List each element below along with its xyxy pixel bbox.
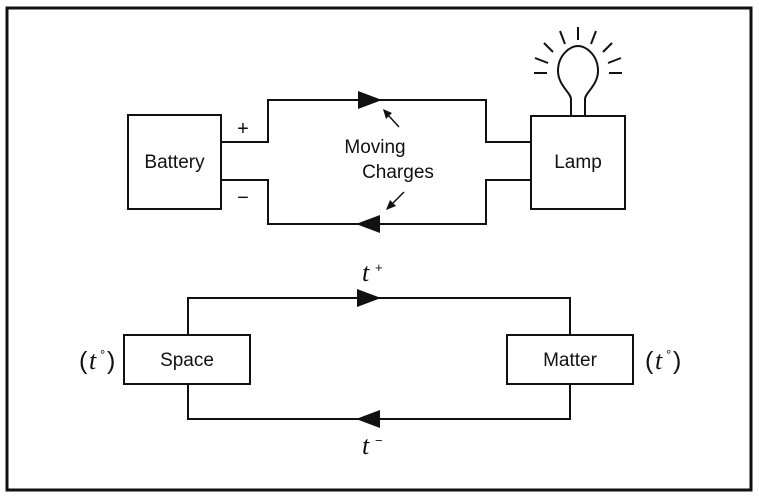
lamp-label: Lamp <box>554 152 602 173</box>
t-minus-sup: − <box>375 433 383 448</box>
top-wire <box>221 99 531 143</box>
t-minus-var: t <box>362 431 370 460</box>
left-t-neutral-label: ( t ° ) <box>79 346 115 375</box>
top-pointer-head <box>383 109 392 119</box>
right-close-paren: ) <box>673 347 681 375</box>
left-t-var: t <box>89 346 97 375</box>
battery-box <box>127 114 222 210</box>
left-t-sup: ° <box>100 347 105 362</box>
t-plus-label: t + <box>362 258 383 287</box>
minus-sign: − <box>237 187 249 209</box>
matter-label: Matter <box>543 350 598 371</box>
moving-label: Moving <box>344 137 405 158</box>
matter-box <box>506 334 634 385</box>
bottom-pointer-line <box>392 191 405 204</box>
right-t-neutral-label: ( t ° ) <box>645 346 681 375</box>
left-open-paren: ( <box>79 347 88 375</box>
bottom-loop-arrowhead <box>356 410 380 428</box>
bottom-pointer-head <box>386 200 396 210</box>
time-loop-diagram: t + t − Space Matter ( t ° ) ( t ° ) <box>79 258 681 460</box>
light-rays-icon <box>534 27 622 74</box>
top-pointer-line <box>388 115 400 128</box>
top-current-arrowhead <box>358 91 382 109</box>
top-loop-wire <box>187 297 571 335</box>
battery-label: Battery <box>144 152 205 173</box>
lamp-box <box>530 115 626 210</box>
plus-sign: + <box>237 118 249 140</box>
t-plus-sup: + <box>375 260 383 275</box>
space-label: Space <box>160 350 214 371</box>
top-loop-arrowhead <box>357 289 381 307</box>
right-t-sup: ° <box>666 347 671 362</box>
right-open-paren: ( <box>645 347 654 375</box>
bottom-current-arrowhead <box>356 215 380 233</box>
space-box <box>123 334 251 385</box>
t-minus-label: t − <box>362 431 383 460</box>
outer-frame <box>5 6 753 492</box>
left-close-paren: ) <box>107 347 115 375</box>
light-bulb-icon <box>556 44 600 116</box>
right-t-var: t <box>655 346 663 375</box>
circuit-diagram: Battery + − Moving Charges Lamp <box>127 27 626 233</box>
charges-label: Charges <box>362 162 434 183</box>
t-plus-var: t <box>362 258 370 287</box>
